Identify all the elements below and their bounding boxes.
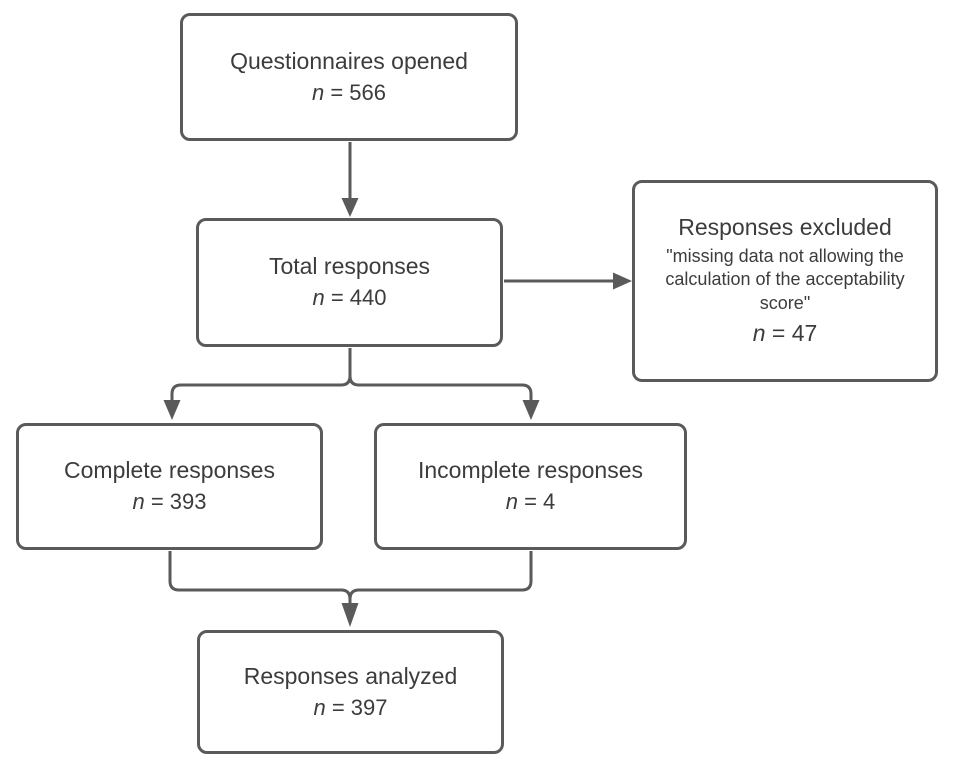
arrow-total-to-incomplete (348, 348, 540, 420)
box-responses-excluded-reason: "missing data not allowing the calculati… (665, 245, 905, 313)
box-responses-excluded: Responses excluded "missing data not all… (632, 180, 938, 382)
box-incomplete-responses: Incomplete responses n = 4 (374, 423, 687, 550)
box-questionnaires-opened-count: n = 566 (311, 79, 387, 105)
box-questionnaires-opened: Questionnaires opened n = 566 (180, 13, 518, 141)
arrow-opened-to-total (341, 142, 359, 217)
box-responses-excluded-count: n = 47 (752, 319, 818, 346)
box-total-responses: Total responses n = 440 (196, 218, 503, 347)
box-complete-responses-label: Complete responses (64, 457, 275, 484)
box-total-responses-count: n = 440 (312, 285, 387, 311)
box-complete-responses: Complete responses n = 393 (16, 423, 323, 550)
box-responses-analyzed-label: Responses analyzed (243, 662, 458, 689)
box-complete-responses-count: n = 393 (132, 489, 207, 515)
box-questionnaires-opened-label: Questionnaires opened (230, 47, 468, 74)
box-total-responses-label: Total responses (268, 253, 431, 280)
box-incomplete-responses-label: Incomplete responses (417, 457, 643, 484)
box-responses-analyzed: Responses analyzed n = 397 (197, 630, 504, 754)
arrow-total-to-excluded (504, 272, 632, 290)
box-responses-excluded-label: Responses excluded (678, 213, 892, 240)
box-incomplete-responses-count: n = 4 (505, 489, 556, 515)
arrow-complete-to-analyzed (168, 551, 352, 604)
box-responses-analyzed-count: n = 397 (313, 694, 388, 720)
arrow-total-to-complete (163, 348, 352, 420)
arrow-incomplete-to-analyzed (341, 551, 533, 627)
